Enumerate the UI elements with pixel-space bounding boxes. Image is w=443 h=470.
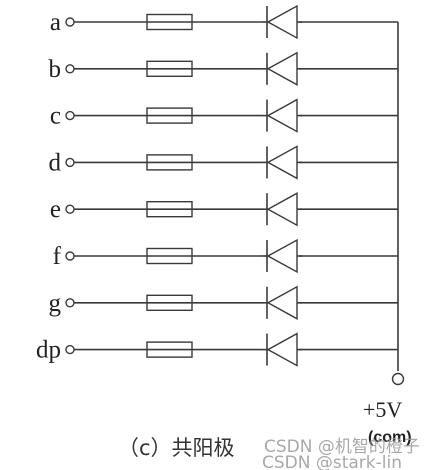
- input-terminal: [65, 251, 75, 261]
- watermark-line-1: CSDN @机智的橙子: [264, 437, 420, 457]
- led-diode: [262, 4, 302, 40]
- pin-label: c: [50, 103, 61, 130]
- pin-label: e: [50, 196, 61, 223]
- watermark-line-2: CSDN @stark-lin: [262, 453, 402, 470]
- segment-row: b: [49, 51, 398, 86]
- pin-label: d: [49, 149, 62, 176]
- input-terminal: [65, 298, 75, 308]
- pin-label: dp: [36, 337, 61, 364]
- supply-terminal: [391, 372, 405, 386]
- input-terminal: [65, 344, 75, 355]
- pin-label: b: [49, 56, 62, 83]
- segment-row: f: [53, 238, 398, 274]
- led-diode: [262, 192, 302, 227]
- segment-row: dp: [36, 332, 398, 367]
- segment-row: g: [49, 285, 398, 320]
- resistor: [146, 247, 193, 265]
- led-diode: [262, 332, 302, 367]
- segment-row: e: [50, 192, 398, 227]
- segment-row: a: [50, 4, 398, 40]
- figure-caption: （c）共阳极: [118, 436, 235, 460]
- led-diode: [262, 51, 302, 86]
- input-terminal: [65, 17, 75, 27]
- resistor: [146, 200, 193, 218]
- resistor: [146, 13, 193, 31]
- common-label: (com): [368, 429, 412, 446]
- segment-row: c: [50, 98, 398, 133]
- led-diode: [262, 285, 302, 320]
- led-diode: [262, 98, 302, 133]
- resistor: [146, 107, 193, 124]
- led-diode: [262, 145, 302, 180]
- pin-label: f: [53, 243, 62, 270]
- segment-row: d: [49, 145, 398, 180]
- resistor: [146, 154, 193, 171]
- input-terminal: [65, 64, 75, 74]
- pin-label: a: [50, 9, 61, 36]
- supply-voltage-label: +5V: [363, 397, 402, 422]
- resistor: [146, 60, 193, 77]
- resistor: [146, 294, 193, 311]
- input-terminal: [65, 204, 75, 214]
- input-terminal: [65, 157, 75, 168]
- pin-label: g: [49, 290, 62, 317]
- led-diode: [262, 238, 302, 274]
- resistor: [146, 341, 193, 358]
- input-terminal: [65, 110, 75, 121]
